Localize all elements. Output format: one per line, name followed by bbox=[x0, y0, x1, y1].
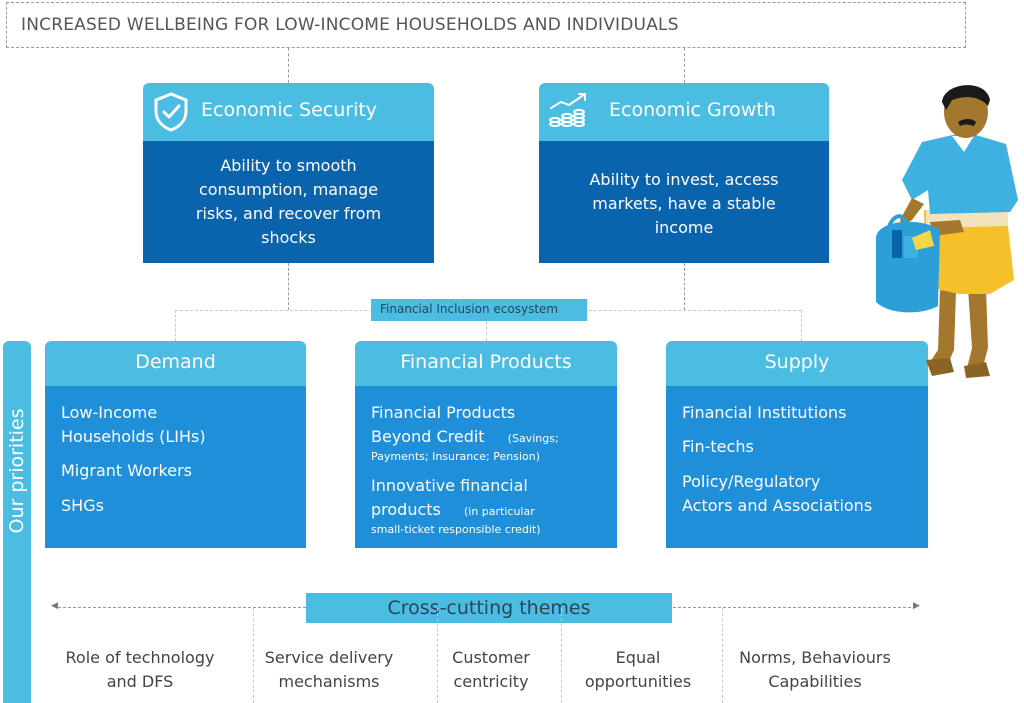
theme-equal-opportunities: Equal opportunities bbox=[568, 646, 708, 694]
security-line: Ability to smooth bbox=[220, 156, 357, 175]
bracket-leg-right bbox=[801, 310, 802, 341]
theme-norms: Norms, Behaviours Capabilities bbox=[730, 646, 900, 694]
priorities-label-wrap: Our priorities bbox=[3, 341, 31, 601]
demand-card: Demand Low-Income Households (LIHs) Migr… bbox=[45, 341, 306, 548]
theme-line: Service delivery bbox=[264, 648, 394, 667]
ecosystem-label: Financial Inclusion ecosystem bbox=[371, 299, 587, 321]
economic-growth-title: Economic Growth bbox=[609, 99, 776, 121]
demand-item-migrant: Migrant Workers bbox=[61, 461, 192, 480]
supply-item-line: Policy/Regulatory bbox=[682, 472, 821, 491]
demand-item-line: Households (LIHs) bbox=[61, 427, 206, 446]
demand-item-lih: Low-Income Households (LIHs) bbox=[61, 401, 306, 449]
cross-cutting-label: Cross-cutting themes bbox=[306, 593, 672, 623]
theme-line: centricity bbox=[453, 672, 529, 691]
person-illustration bbox=[875, 85, 1018, 378]
financial-products-title: Financial Products bbox=[355, 341, 617, 386]
theme-divider bbox=[253, 608, 254, 703]
theme-line: Capabilities bbox=[768, 672, 862, 691]
security-line: risks, and recover from bbox=[195, 204, 382, 223]
supply-item-policy: Policy/Regulatory Actors and Association… bbox=[682, 470, 928, 518]
products-item-line: products bbox=[371, 500, 441, 519]
arrow-left-icon: ◀ bbox=[51, 601, 58, 611]
supply-title: Supply bbox=[666, 341, 928, 386]
supply-item-fintechs: Fin-techs bbox=[682, 437, 754, 456]
economic-security-card: Economic Security Ability to smooth cons… bbox=[143, 83, 434, 263]
products-item-beyond-credit: Financial Products Beyond Credit (Saving… bbox=[371, 401, 617, 464]
products-item-line: Beyond Credit bbox=[371, 427, 485, 446]
connector-banner-growth bbox=[684, 48, 685, 83]
theme-line: Equal bbox=[615, 648, 661, 667]
supply-item-line: Actors and Associations bbox=[682, 496, 873, 515]
products-item-innovative: Innovative financial products (in partic… bbox=[371, 474, 617, 537]
products-note: (Savings; bbox=[507, 432, 559, 445]
theme-line: mechanisms bbox=[278, 672, 380, 691]
growth-line: markets, have a stable bbox=[592, 194, 776, 213]
demand-title: Demand bbox=[45, 341, 306, 386]
security-line: shocks bbox=[261, 228, 316, 247]
theme-line: opportunities bbox=[584, 672, 692, 691]
theme-technology: Role of technology and DFS bbox=[40, 646, 240, 694]
outcome-banner: INCREASED WELLBEING FOR LOW-INCOME HOUSE… bbox=[6, 2, 966, 48]
economic-growth-card: Economic Growth Ability to invest, acces… bbox=[539, 83, 829, 263]
priorities-bar bbox=[3, 341, 31, 703]
growth-line: Ability to invest, access bbox=[589, 170, 779, 189]
theme-divider bbox=[561, 608, 562, 703]
products-note: (in particular bbox=[463, 505, 535, 518]
bracket-leg-left bbox=[175, 310, 176, 341]
supply-card: Supply Financial Institutions Fin-techs … bbox=[666, 341, 928, 548]
coins-growth-icon bbox=[549, 93, 586, 127]
demand-item-line: Low-Income bbox=[61, 403, 158, 422]
economic-security-title: Economic Security bbox=[201, 99, 378, 121]
theme-line: Role of technology bbox=[65, 648, 215, 667]
products-note: small-ticket responsible credit) bbox=[371, 523, 541, 536]
shield-check-icon bbox=[154, 92, 188, 132]
arrow-right-icon: ▶ bbox=[913, 601, 920, 611]
theme-divider bbox=[437, 608, 438, 703]
theme-line: and DFS bbox=[106, 672, 174, 691]
theme-customer-centricity: Customer centricity bbox=[438, 646, 544, 694]
products-item-line: Innovative financial bbox=[371, 476, 528, 495]
theme-divider bbox=[722, 608, 723, 703]
connector-security-ecosystem bbox=[288, 263, 289, 310]
growth-line: income bbox=[654, 218, 714, 237]
priorities-label: Our priorities bbox=[6, 408, 28, 534]
demand-item-shg: SHGs bbox=[61, 496, 104, 515]
products-item-line: Financial Products bbox=[371, 403, 516, 422]
financial-products-card: Financial Products Financial Products Be… bbox=[355, 341, 617, 548]
products-note: Payments; Insurance; Pension) bbox=[371, 450, 541, 463]
theme-service-delivery: Service delivery mechanisms bbox=[254, 646, 404, 694]
bracket-leg-middle bbox=[486, 321, 487, 341]
connector-banner-security bbox=[288, 48, 289, 83]
connector-growth-ecosystem bbox=[684, 263, 685, 310]
theme-line: Customer bbox=[452, 648, 530, 667]
security-line: consumption, manage bbox=[198, 180, 379, 199]
theme-line: Norms, Behaviours bbox=[739, 648, 891, 667]
supply-item-institutions: Financial Institutions bbox=[682, 403, 847, 422]
